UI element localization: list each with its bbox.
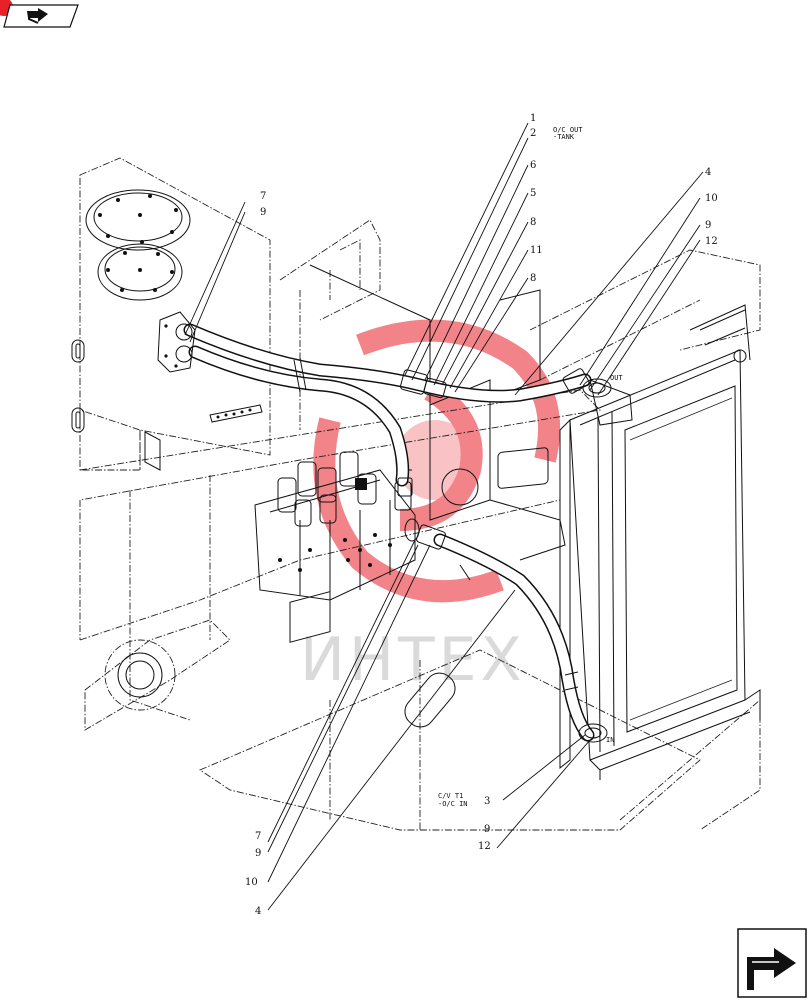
next-page-arrow-icon [747,948,796,990]
callout-9-left: 9 [260,207,266,218]
callout-4: 4 [705,167,711,178]
note-oc-out: O/C OUT [553,126,583,134]
note-tank: -TANK [553,133,575,141]
callout-8: 8 [530,217,536,228]
callout-labels: 1 2 6 5 8 11 8 4 10 9 12 7 9 3 9 12 7 9 … [245,113,718,917]
control-valve [254,451,416,601]
next-nav-button[interactable] [737,928,807,998]
callout-6: 6 [530,160,536,171]
round-cover-plates [85,189,191,301]
callout-1: 1 [530,113,536,124]
callout-11: 11 [530,245,543,256]
note-cv-t1: C/V T1 [438,792,463,800]
callout-10-low: 10 [245,877,258,888]
note-oc-in: -O/C IN [438,800,468,808]
callout-9-low: 9 [255,848,261,859]
callout-9: 9 [705,220,711,231]
label-port-in: IN [606,736,614,744]
label-port-out: OUT [610,374,623,382]
callout-3: 3 [484,796,490,807]
leader-lines [184,122,704,911]
callout-10: 10 [705,193,718,204]
callout-8b: 8 [530,273,536,284]
callout-9-bottom: 9 [484,824,490,835]
callout-4-low: 4 [255,906,261,917]
callout-12-bottom: 12 [478,841,491,852]
callout-5: 5 [530,188,536,199]
watermark-text: ИНТЕХ [300,625,526,695]
hydraulic-hoses [157,311,612,743]
back-nav-button[interactable] [0,0,79,28]
machine-frame [71,157,761,831]
port-notes: O/C OUT -TANK C/V T1 -O/C IN OUT IN [438,126,623,808]
callout-2: 2 [530,128,536,139]
callout-7-left: 7 [260,191,266,202]
callout-12: 12 [705,236,718,247]
curved-arrow-back-icon [27,8,48,24]
callout-7-low: 7 [255,831,261,842]
